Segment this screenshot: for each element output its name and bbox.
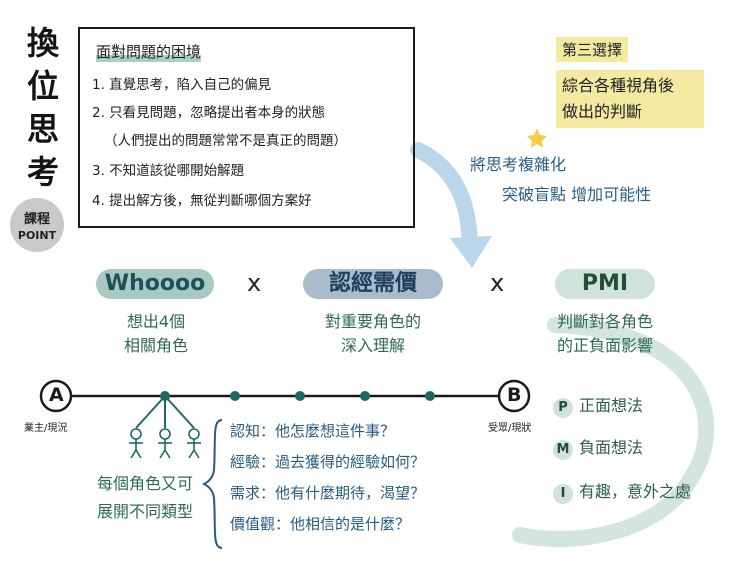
timeline-start-node <box>39 379 73 413</box>
roles-note-line: 每個角色又可 <box>96 474 193 493</box>
timeline-end-label: 受眾/現狀 <box>488 423 532 434</box>
person-icon <box>129 428 143 459</box>
timeline-dot <box>425 391 435 401</box>
method-desc-pmi: 判斷對各角色 的正負面影響 <box>540 310 670 358</box>
roles-note-line: 展開不同類型 <box>96 502 193 521</box>
method-pill-pmi: PMI <box>555 269 655 299</box>
timeline-start-label: 業主/現況 <box>24 423 68 434</box>
method-name: PMI <box>581 271 629 296</box>
problem-item: 4. 提出解方後，無從判斷哪個方案好 <box>92 193 312 209</box>
problem-item: 3. 不知道該從哪開始解題 <box>92 163 245 179</box>
understanding-item: 需求：他有什麼期待，渴望？ <box>230 484 426 502</box>
blue-curve-arrow <box>410 142 478 258</box>
method-name: 認經需價 <box>328 271 417 296</box>
pmi-letter: P <box>553 398 573 418</box>
method-name: Whoooo <box>104 271 206 296</box>
course-point-badge: 課程 POINT <box>10 198 64 252</box>
complexify-note: 將思考複雜化 突破盲點 增加可能性 <box>470 150 651 210</box>
side-title-char: 思 <box>26 110 59 148</box>
third-choice-line: 綜合各種視角後 <box>562 76 675 95</box>
understanding-item: 價值觀：他相信的是什麼？ <box>230 515 411 533</box>
method-desc-understanding: 對重要角色的 深入理解 <box>298 310 448 358</box>
timeline-end-letter: B <box>507 384 522 406</box>
complexify-line1: 將思考複雜化 <box>470 155 567 174</box>
side-title-char: 位 <box>26 67 59 105</box>
star-icon <box>527 128 547 148</box>
third-choice-label: 第三選擇 <box>556 37 629 62</box>
cross-symbol: x <box>490 269 505 297</box>
understanding-item: 認知：他怎麼想這件事？ <box>230 422 396 440</box>
green-ring-arc <box>512 317 715 548</box>
branch-line <box>164 395 195 429</box>
third-choice-title: 第三選擇 <box>556 37 629 62</box>
method-pill-whoooo: Whoooo <box>96 269 214 299</box>
third-choice-line: 做出的判斷 <box>562 102 643 121</box>
method-pill-understanding: 認經需價 <box>303 269 443 299</box>
side-title: 換 位 思 考 <box>18 22 68 194</box>
problem-item-note: （人們提出的問題常常不是真正的問題） <box>104 133 347 149</box>
complexify-line2: 突破盲點 增加可能性 <box>502 185 652 204</box>
badge-line1: 課程 <box>23 212 50 227</box>
pmi-text: 負面想法 <box>579 438 644 457</box>
pmi-item-i: I 有趣，意外之處 <box>553 478 691 504</box>
method-desc-line: 想出4個 <box>126 312 186 331</box>
pmi-letter: I <box>553 484 573 504</box>
pmi-text: 有趣，意外之處 <box>579 482 692 501</box>
timeline-end-node <box>497 379 531 413</box>
pmi-letter: M <box>553 440 573 460</box>
problem-box-title: 面對問題的困境 <box>96 43 202 62</box>
third-choice-desc: 綜合各種視角後 做出的判斷 <box>556 70 704 128</box>
side-title-char: 考 <box>26 153 59 191</box>
badge-line2: POINT <box>17 229 57 242</box>
problem-item: 2. 只看見問題，忽略提出者本身的狀態 <box>92 105 326 121</box>
problem-item: 1. 直覺思考，陷入自己的偏見 <box>92 77 272 93</box>
method-desc-line: 深入理解 <box>340 336 405 355</box>
pmi-item-p: P 正面想法 <box>553 392 643 418</box>
timeline-dot <box>295 391 305 401</box>
curly-brace <box>201 419 223 549</box>
method-desc-line: 的正負面影響 <box>556 336 653 355</box>
blue-arrow-head <box>450 236 492 268</box>
cross-symbol: x <box>247 269 262 297</box>
branch-line <box>135 395 166 429</box>
side-title-char: 換 <box>26 24 59 62</box>
person-icon <box>187 428 201 459</box>
understanding-item: 經驗：過去獲得的經驗如何？ <box>230 453 426 471</box>
method-desc-line: 對重要角色的 <box>324 312 421 331</box>
pmi-text: 正面想法 <box>579 396 644 415</box>
timeline-start-letter: A <box>49 384 64 406</box>
method-desc-line: 判斷對各角色 <box>556 312 653 331</box>
timeline-dot <box>230 391 240 401</box>
roles-note: 每個角色又可 展開不同類型 <box>70 470 220 526</box>
person-icon <box>158 428 172 459</box>
understanding-list: 認知：他怎麼想這件事？ 經驗：過去獲得的經驗如何？ 需求：他有什麼期待，渴望？ … <box>230 420 425 544</box>
pmi-item-m: M 負面想法 <box>553 434 643 460</box>
problem-box: 面對問題的困境 1. 直覺思考，陷入自己的偏見 2. 只看見問題，忽略提出者本身… <box>78 27 415 228</box>
method-desc-whoooo: 想出4個 相關角色 <box>96 310 216 358</box>
method-desc-line: 相關角色 <box>123 336 188 355</box>
timeline-dot <box>360 391 370 401</box>
